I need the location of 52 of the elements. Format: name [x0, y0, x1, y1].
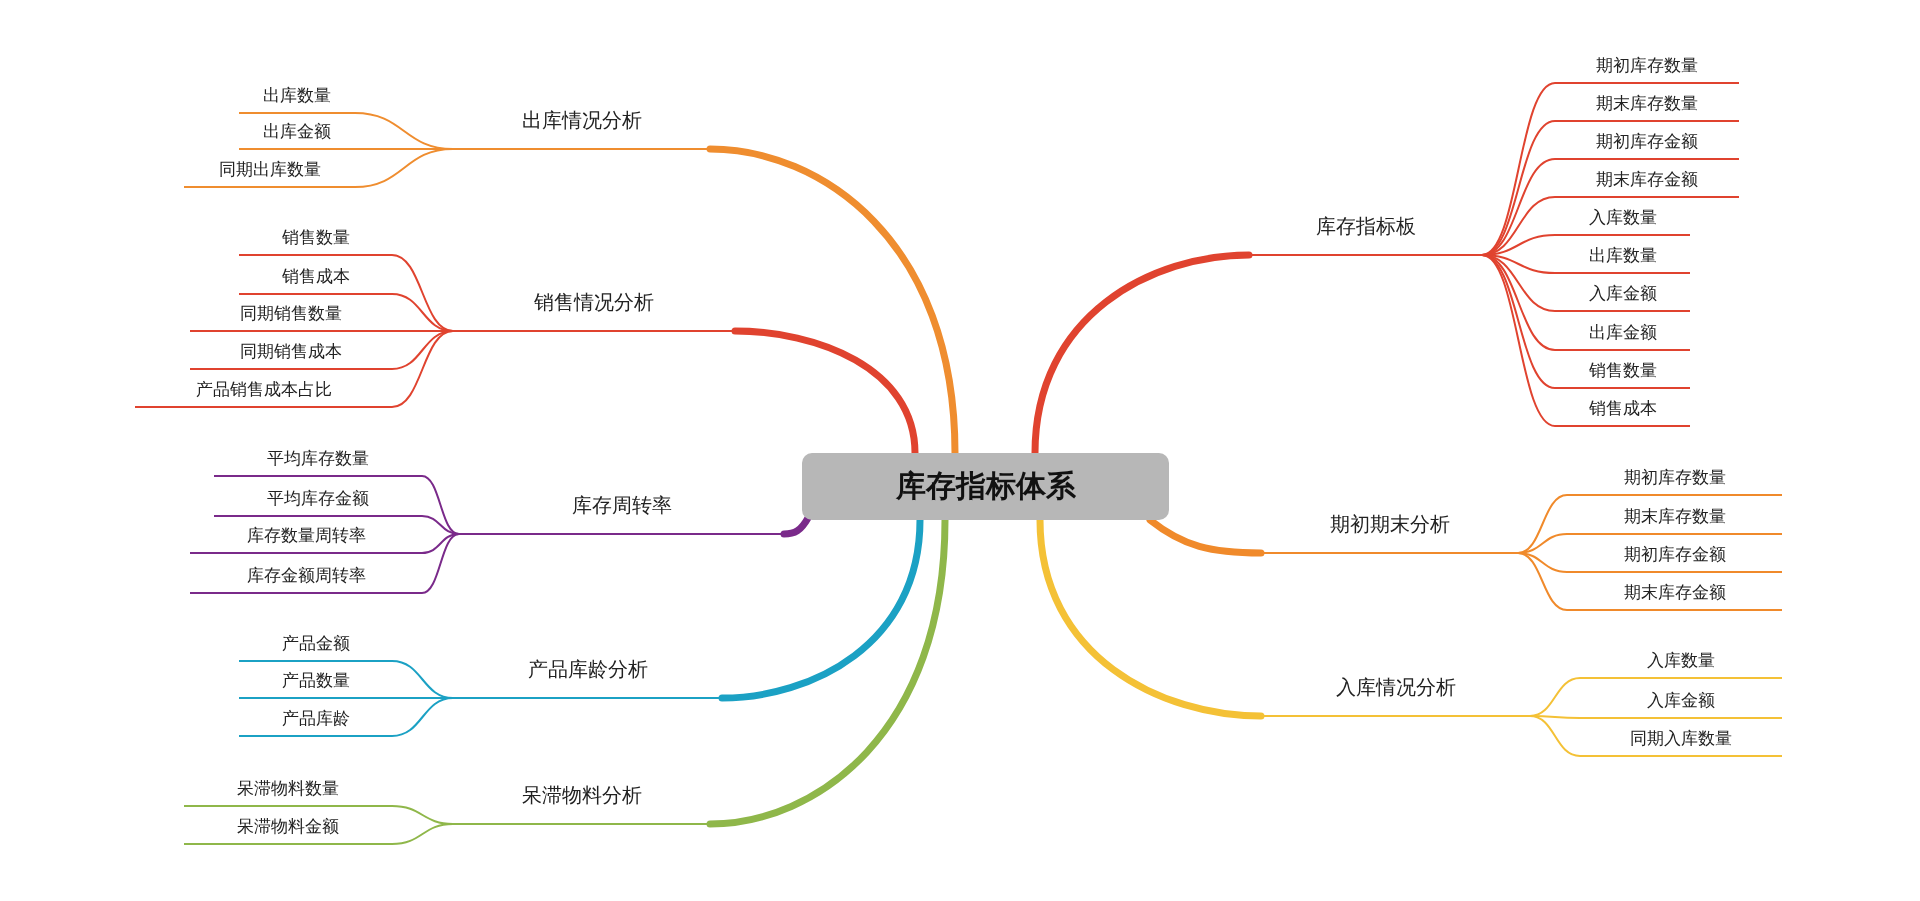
subtopic: 产品金额 — [239, 632, 392, 662]
central-topic-box: 库存指标体系 — [802, 453, 1169, 520]
branch-topic: 库存指标板 — [1249, 216, 1482, 256]
connector-line — [391, 330, 454, 408]
subtopic: 入库金额 — [1555, 282, 1690, 312]
connector-line — [354, 148, 454, 188]
connector-line — [1517, 552, 1568, 611]
connector-line — [421, 533, 460, 594]
branch-topic: 销售情况分析 — [453, 292, 735, 332]
subtopic: 出库数量 — [239, 84, 355, 114]
subtopic: 销售数量 — [1555, 359, 1690, 389]
subtopic: 产品销售成本占比 — [135, 378, 392, 408]
subtopic: 期末库存数量 — [1555, 92, 1739, 122]
subtopic: 期末库存金额 — [1555, 168, 1739, 198]
subtopic: 入库数量 — [1555, 206, 1690, 236]
subtopic: 入库金额 — [1580, 689, 1782, 719]
branch-topic: 出库情况分析 — [453, 110, 710, 150]
subtopic: 销售成本 — [239, 265, 392, 295]
subtopic: 销售数量 — [239, 226, 392, 256]
subtopic: 期初库存数量 — [1555, 54, 1739, 84]
subtopic: 产品库龄 — [239, 707, 392, 737]
connector-line — [421, 475, 460, 535]
subtopic: 期末库存金额 — [1567, 581, 1782, 611]
subtopic: 销售成本 — [1555, 397, 1690, 427]
subtopic: 期末库存数量 — [1567, 505, 1782, 535]
subtopic: 出库数量 — [1555, 244, 1690, 274]
branch-topic: 期初期末分析 — [1261, 514, 1518, 554]
branch-topic: 入库情况分析 — [1261, 677, 1530, 717]
branch-topic: 产品库龄分析 — [453, 659, 722, 699]
subtopic: 出库金额 — [1555, 321, 1690, 351]
connector-line — [391, 823, 454, 845]
subtopic: 期初库存金额 — [1555, 130, 1739, 160]
subtopic: 产品数量 — [239, 669, 392, 699]
subtopic: 同期入库数量 — [1580, 727, 1782, 757]
connector-line — [1529, 715, 1581, 757]
connector-line — [1481, 254, 1556, 427]
subtopic: 平均库存金额 — [214, 487, 422, 517]
subtopic: 同期销售数量 — [190, 302, 392, 332]
subtopic: 呆滞物料数量 — [184, 777, 392, 807]
subtopic: 同期销售成本 — [190, 340, 392, 370]
subtopic: 期初库存金额 — [1567, 543, 1782, 573]
subtopic: 期初库存数量 — [1567, 466, 1782, 496]
subtopic: 同期出库数量 — [184, 158, 355, 188]
subtopic: 入库数量 — [1580, 649, 1782, 679]
subtopic: 出库金额 — [239, 120, 355, 150]
branch-topic: 库存周转率 — [459, 495, 784, 535]
connector-line — [391, 697, 454, 737]
subtopic: 呆滞物料金额 — [184, 815, 392, 845]
branch-topic: 呆滞物料分析 — [453, 785, 710, 825]
subtopic: 库存金额周转率 — [190, 564, 422, 594]
subtopic: 库存数量周转率 — [190, 524, 422, 554]
subtopic: 平均库存数量 — [214, 447, 422, 477]
